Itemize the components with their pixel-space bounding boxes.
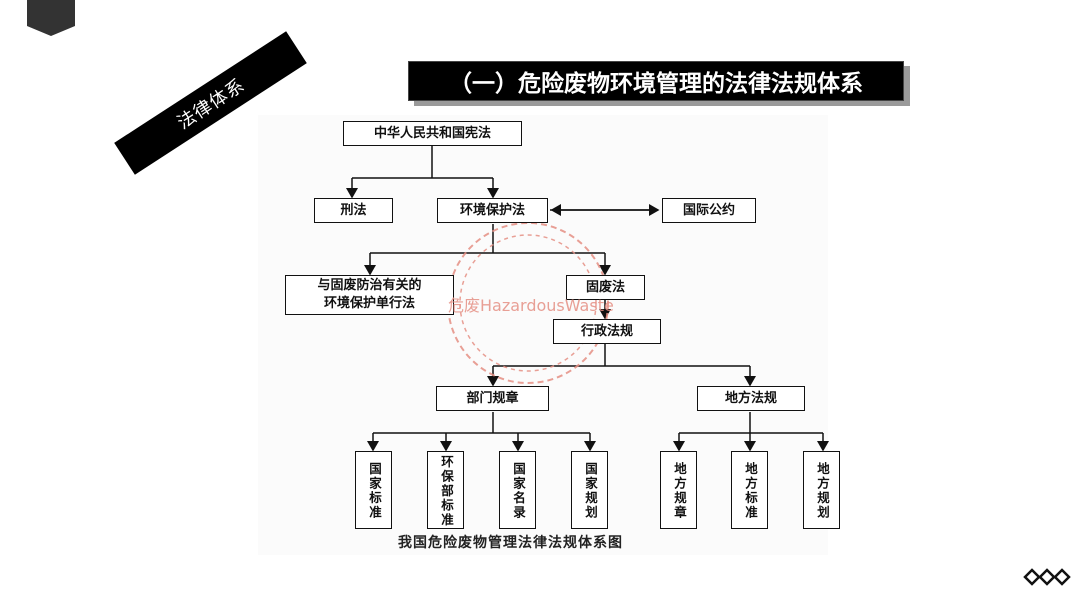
node-national-standards: 国家标准 <box>355 451 392 529</box>
diagram-caption: 我国危险废物管理法律法规体系图 <box>398 535 623 551</box>
node-local-regulations: 地方法规 <box>697 386 805 411</box>
node-dept-rules: 部门规章 <box>436 386 549 411</box>
ribbon-marker-icon <box>27 0 75 36</box>
node-admin-regulations: 行政法规 <box>553 319 661 344</box>
node-local-standards: 地方标准 <box>731 451 768 529</box>
node-local-planning: 地方规划 <box>803 451 840 529</box>
node-intl-conventions: 国际公约 <box>662 198 756 223</box>
node-related-laws: 与固废防治有关的 环境保护单行法 <box>285 275 454 315</box>
node-local-rules: 地方规章 <box>660 451 697 529</box>
diamond-chain-icon[interactable] <box>1023 567 1071 587</box>
node-solid-waste-law: 固废法 <box>566 275 645 300</box>
slide-title: （一）危险废物环境管理的法律法规体系 <box>408 61 904 101</box>
node-criminal-law: 刑法 <box>314 198 393 223</box>
watermark-text: 危废HazardousWaste <box>448 296 614 315</box>
node-national-planning: 国家规划 <box>571 451 608 529</box>
node-env-dept-standards: 环保部标准 <box>427 451 464 529</box>
node-constitution: 中华人民共和国宪法 <box>343 121 522 146</box>
node-national-list: 国家名录 <box>499 451 536 529</box>
node-env-protection-law: 环境保护法 <box>437 198 548 223</box>
